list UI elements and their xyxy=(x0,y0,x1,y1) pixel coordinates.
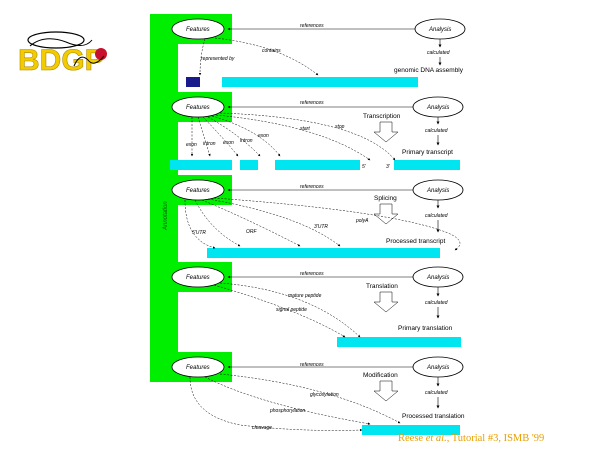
section-4: Features Analysis references Translation… xyxy=(171,266,464,338)
sequence-bar-translation xyxy=(337,337,461,347)
features-label-4: Features xyxy=(186,275,210,281)
sequence-bar-transcript-3 xyxy=(275,160,360,170)
logo-figure xyxy=(73,55,105,67)
note-3-2: ORF xyxy=(246,229,258,235)
note-4-1: signal peptide xyxy=(276,307,307,313)
analysis-label-4: Analysis xyxy=(426,275,449,281)
note-1-1: represented by xyxy=(201,56,235,62)
result-label-5: Processed translation xyxy=(402,413,465,420)
note-3-1: 5'UTR xyxy=(192,230,206,236)
features-node-1 xyxy=(171,18,225,40)
analysis-step-5: calculated xyxy=(425,390,448,396)
sequence-bar-transcript-1 xyxy=(170,160,232,170)
note-2-7: stop xyxy=(335,124,345,130)
mark-2-1: 5' xyxy=(362,164,367,170)
transform-label-2: Transcription xyxy=(363,113,401,120)
features-node-3 xyxy=(171,179,225,201)
analysis-label-1: Analysis xyxy=(428,27,451,33)
result-label-1: genomic DNA assembly xyxy=(394,67,464,74)
bdgp-logo: BDGP xyxy=(18,31,107,77)
note-5-1: cleavage xyxy=(252,425,272,431)
note-2-3: exon xyxy=(223,140,234,146)
logo-dot xyxy=(95,48,107,60)
relation-label-5: references xyxy=(300,362,324,368)
sequence-bars xyxy=(170,77,461,435)
relation-label-3: references xyxy=(300,184,324,190)
relation-label-2: references xyxy=(300,100,324,106)
relation-label-1: references xyxy=(300,23,324,29)
result-label-2: Primary transcript xyxy=(402,149,453,156)
note-2-1: exon xyxy=(186,142,197,148)
transform-arrow-5 xyxy=(373,380,399,402)
mark-2-2: 3' xyxy=(386,164,391,170)
annotation-label: Annotation xyxy=(163,201,169,231)
features-label-2: Features xyxy=(186,105,210,111)
result-label-4: Primary translation xyxy=(398,325,453,332)
analysis-label-3: Analysis xyxy=(426,188,449,194)
logo-text: BDGP xyxy=(18,44,105,77)
analysis-step-3: calculated xyxy=(425,213,448,219)
note-2-6: start xyxy=(300,126,310,132)
section-5: Features Analysis references Modificatio… xyxy=(171,356,465,432)
analysis-step-2: calculated xyxy=(425,128,448,134)
note-5-2: phosphorylation xyxy=(269,408,306,414)
relation-label-4: references xyxy=(300,271,324,277)
result-label-3: Processed transcript xyxy=(386,238,445,245)
transform-arrow-4 xyxy=(373,291,399,313)
sequence-bar-processed-translation xyxy=(362,425,460,435)
note-2-2: intron xyxy=(203,141,216,147)
features-label-3: Features xyxy=(186,188,210,194)
citation-etal: et al. xyxy=(425,433,447,444)
note-1-2: contains xyxy=(262,48,281,54)
transform-label-4: Translation xyxy=(366,283,398,290)
sequence-bar-processed xyxy=(207,248,440,258)
citation: Reese et al., Tutorial #3, ISMB '99 xyxy=(398,433,544,444)
citation-rest: , Tutorial #3, ISMB '99 xyxy=(446,433,545,444)
features-label-1: Features xyxy=(186,27,210,33)
sequence-bar-transcript-4 xyxy=(394,160,460,170)
note-4-2: mature peptide xyxy=(288,293,322,299)
section-3: Features Analysis references Splicing ca… xyxy=(171,179,464,251)
logo-swoosh xyxy=(29,38,93,47)
analysis-label-5: Analysis xyxy=(426,365,449,371)
transform-label-5: Modification xyxy=(363,372,398,379)
section-2: Features Analysis references Transcripti… xyxy=(171,96,464,170)
note-3-4: polyA xyxy=(355,218,369,224)
note-2-4: intron xyxy=(240,138,253,144)
transform-arrow-3 xyxy=(373,203,399,225)
section-1: Features Analysis references calculated … xyxy=(171,18,466,76)
sequence-bar-genomic xyxy=(222,77,418,87)
transform-arrow-2 xyxy=(373,121,399,143)
features-node-5 xyxy=(171,356,225,378)
note-2-5: exon xyxy=(258,133,269,139)
logo-ring xyxy=(27,31,85,49)
features-label-5: Features xyxy=(186,365,210,371)
note-5-3: glycosylation xyxy=(310,392,339,398)
analysis-label-2: Analysis xyxy=(426,105,449,111)
features-node-4 xyxy=(171,266,225,288)
note-3-3: 3'UTR xyxy=(314,224,328,230)
analysis-step-1: calculated xyxy=(427,50,450,56)
transform-label-3: Splicing xyxy=(374,195,397,202)
sequence-bar-transcript-2 xyxy=(240,160,258,170)
citation-authors: Reese xyxy=(398,433,424,444)
analysis-step-4: calculated xyxy=(425,300,448,306)
blue-marker xyxy=(186,77,200,87)
